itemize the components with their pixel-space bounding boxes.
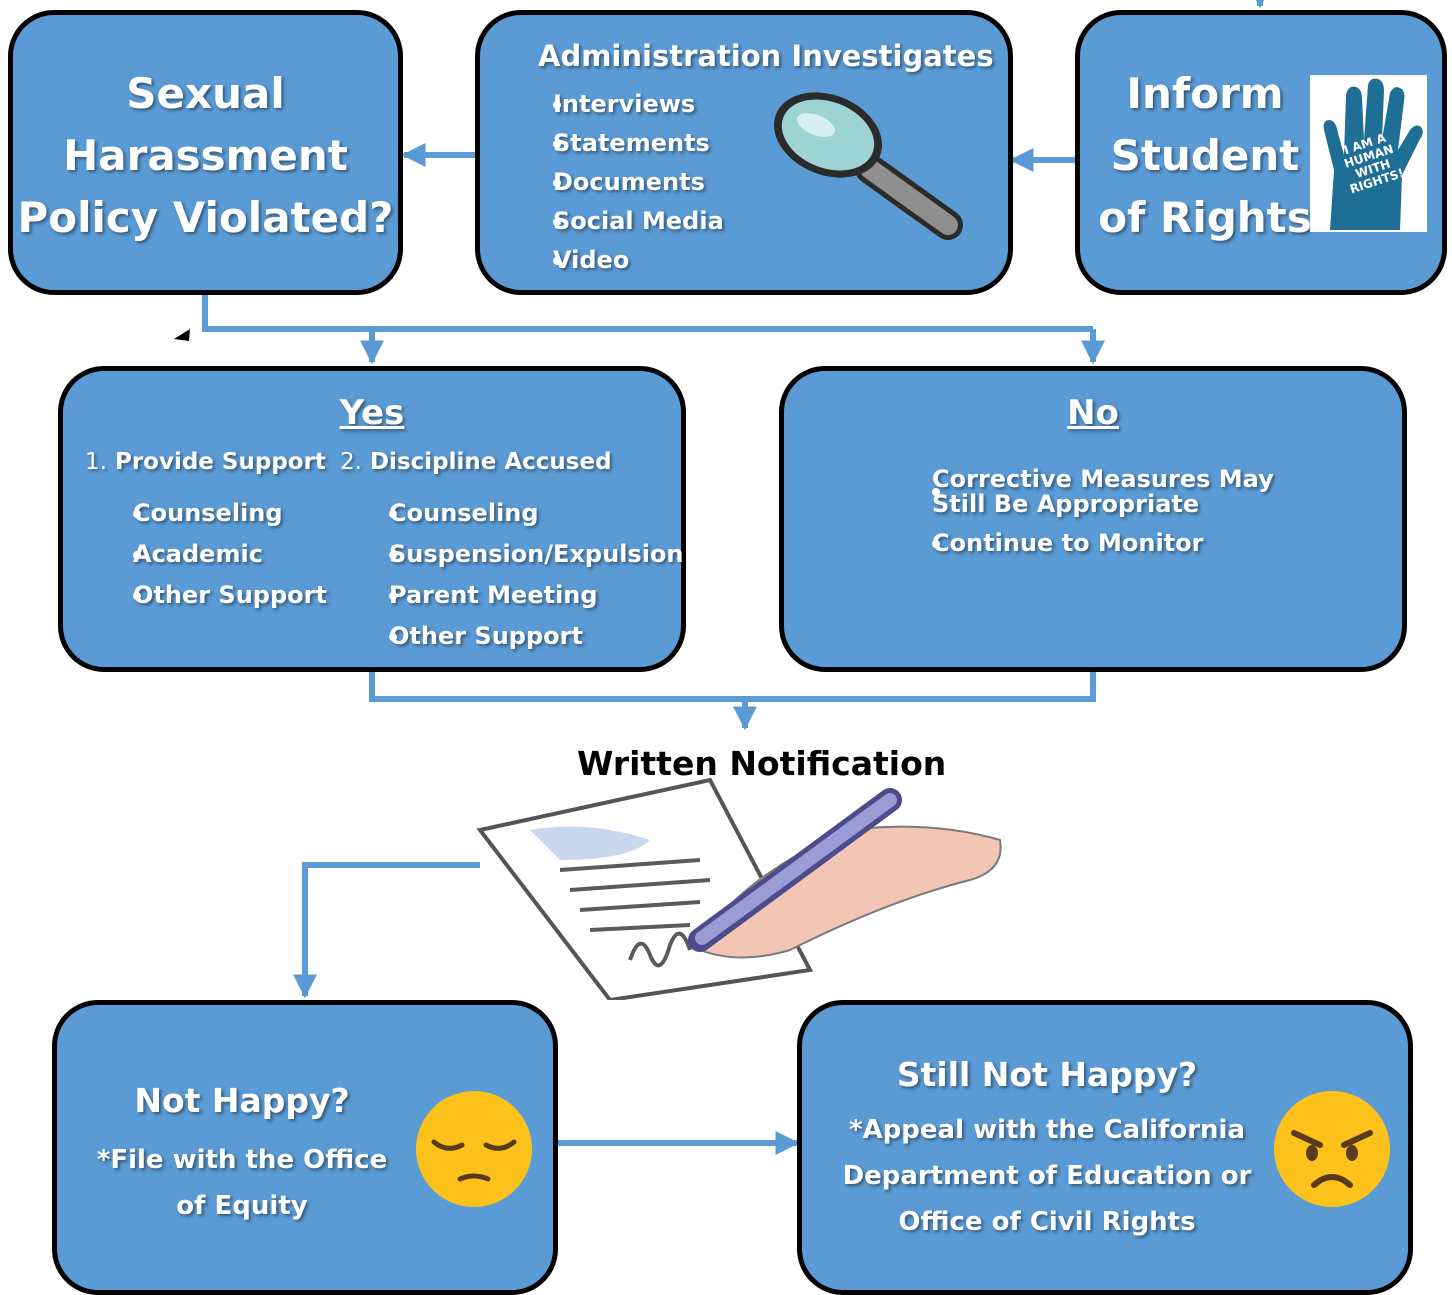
policy-line-2: Harassment [63, 131, 348, 180]
connector-policy-split [202, 295, 1093, 332]
no-box: No Corrective Measures May Still Be Appr… [779, 366, 1407, 672]
no-title: No [1067, 393, 1119, 433]
yes-col2-number: 2. [340, 449, 362, 475]
policy-line-1: Sexual [126, 69, 285, 118]
investigate-item: Social Media [505, 202, 724, 241]
still-line-2: Department of Education or [842, 1161, 1252, 1191]
small-pointer-icon [174, 329, 190, 341]
pensive-face-icon [416, 1091, 532, 1207]
inform-line-2: Student [1110, 131, 1300, 180]
yes-col1-item: Other Support [85, 575, 327, 616]
policy-violated-box: Sexual Harassment Policy Violated? [8, 10, 403, 295]
investigate-item: Documents [505, 163, 724, 202]
rights-poster: I AM A HUMAN WITH RIGHTS! [1310, 75, 1427, 232]
yes-col1-number: 1. [85, 449, 107, 475]
still-not-happy-box: Still Not Happy? *Appeal with the Califo… [797, 1000, 1413, 1295]
no-item: Corrective Measures May Still Be Appropr… [884, 467, 1274, 517]
investigate-item: Interviews [505, 85, 724, 124]
connector-merge [369, 672, 1096, 702]
yes-box: Yes 1. Provide Support 2. Discipline Acc… [58, 366, 686, 672]
investigate-item: Video [505, 241, 724, 280]
no-list: Corrective Measures May Still Be Appropr… [884, 467, 1274, 556]
not-happy-box: Not Happy? *File with the Office of Equi… [52, 1000, 558, 1295]
still-not-happy-title: Still Not Happy? [896, 1055, 1198, 1094]
angry-face-icon [1274, 1091, 1390, 1207]
yes-col2-item: Suspension/Expulsion [341, 534, 684, 575]
inform-line-3: of Rights [1098, 193, 1312, 242]
yes-col2-heading: 2. Discipline Accused [340, 449, 612, 475]
yes-col2-heading-text: Discipline Accused [369, 449, 612, 475]
yes-col2-item: Parent Meeting [341, 575, 684, 616]
policy-line-3: Policy Violated? [17, 193, 394, 242]
investigate-item: Statements [505, 124, 724, 163]
arrow-to-not-happy [293, 862, 480, 999]
investigate-list: Interviews Statements Documents Social M… [505, 85, 724, 280]
yes-col2-item: Counseling [341, 493, 684, 534]
investigate-title: Administration Investigates [538, 39, 994, 73]
yes-col1-heading: 1. Provide Support [85, 449, 326, 475]
written-notification-label: Written Notification [577, 744, 947, 783]
investigate-box: Administration Investigates Interviews S… [475, 10, 1013, 295]
raised-hand-icon [1323, 78, 1423, 230]
yes-col2-list: Counseling Suspension/Expulsion Parent M… [341, 493, 684, 657]
yes-col2-item: Other Support [341, 616, 684, 657]
hand-writing-icon [476, 777, 1002, 1000]
still-line-1: *Appeal with the California [848, 1115, 1246, 1145]
magnifying-glass-icon [773, 92, 963, 240]
inform-line-1: Inform [1126, 69, 1284, 118]
yes-col1-item: Counseling [85, 493, 327, 534]
still-line-3: Office of Civil Rights [898, 1207, 1196, 1237]
inform-rights-box: Inform Student of Rights I AM A HUMAN WI… [1075, 10, 1447, 295]
yes-col1-heading-text: Provide Support [114, 449, 326, 475]
yes-col1-list: Counseling Academic Other Support [85, 493, 327, 616]
not-happy-title: Not Happy? [134, 1081, 350, 1120]
not-happy-line-1: *File with the Office [96, 1145, 388, 1175]
yes-col1-item: Academic [85, 534, 327, 575]
yes-title: Yes [339, 393, 405, 433]
not-happy-line-2: of Equity [176, 1191, 308, 1221]
no-item: Continue to Monitor [884, 531, 1274, 556]
